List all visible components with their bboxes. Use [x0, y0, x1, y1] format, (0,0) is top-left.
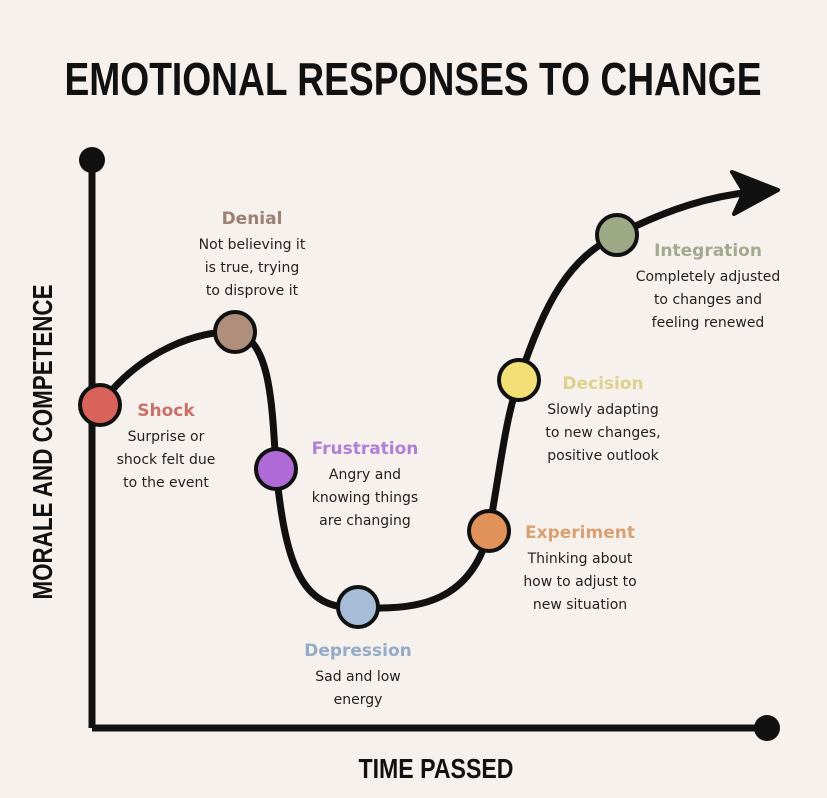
- stage-description-line: shock felt due: [117, 452, 216, 468]
- stage-description-line: is true, trying: [205, 260, 299, 276]
- stage-description-line: to the event: [123, 475, 209, 491]
- arrow-head-icon: [730, 170, 780, 216]
- stage-description-line: Thinking about: [527, 551, 633, 567]
- stage-description-line: positive outlook: [547, 448, 659, 464]
- stage-description-line: Slowly adapting: [547, 402, 659, 418]
- stage-marker-experiment: [467, 509, 511, 553]
- stage-description-line: Surprise or: [128, 429, 205, 445]
- stage-marker-denial: [213, 310, 257, 354]
- stage-description-line: to new changes,: [545, 425, 660, 441]
- stage-description-line: knowing things: [312, 490, 418, 506]
- stage-description-line: how to adjust to: [523, 574, 636, 590]
- stage-description-line: new situation: [533, 597, 627, 613]
- stage-description-line: Not believing it: [199, 237, 306, 253]
- stage-description-line: feeling renewed: [652, 315, 765, 331]
- diagram-title: EMOTIONAL RESPONSES TO CHANGE: [65, 53, 762, 105]
- stage-title-depression: Depression: [304, 641, 412, 661]
- x-axis-end-dot: [754, 715, 780, 741]
- stage-description-line: energy: [334, 692, 383, 708]
- stage-marker-depression: [336, 585, 380, 629]
- stage-marker-shock: [78, 383, 122, 427]
- stage-description-line: Sad and low: [315, 669, 401, 685]
- stage-marker-decision: [497, 358, 541, 402]
- stage-description-line: Completely adjusted: [636, 269, 781, 285]
- stage-description-line: are changing: [319, 513, 411, 529]
- stage-title-denial: Denial: [222, 209, 283, 229]
- stage-title-shock: Shock: [137, 401, 195, 421]
- stage-description-line: to disprove it: [206, 283, 299, 299]
- stage-description-line: to changes and: [654, 292, 762, 308]
- stage-description-line: Angry and: [329, 467, 401, 483]
- stage-marker-integration: [595, 213, 639, 257]
- y-axis-label: MORALE AND COMPETENCE: [27, 285, 58, 600]
- x-axis-label: TIME PASSED: [359, 753, 514, 784]
- stage-title-decision: Decision: [562, 374, 643, 394]
- stage-title-experiment: Experiment: [525, 523, 635, 543]
- stage-title-frustration: Frustration: [312, 439, 419, 459]
- stage-marker-frustration: [254, 447, 298, 491]
- y-axis-end-dot: [79, 147, 105, 173]
- stage-title-integration: Integration: [654, 241, 762, 261]
